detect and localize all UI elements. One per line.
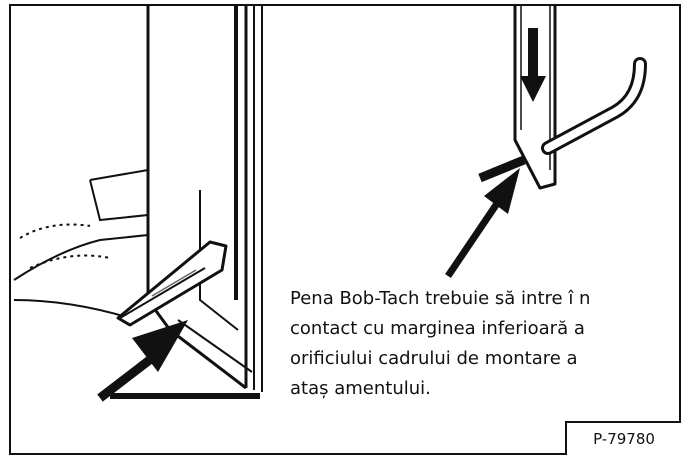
attachment-mounting-frame — [146, 6, 263, 392]
contact-indicator — [478, 155, 526, 183]
bob-tach-wedge — [116, 240, 228, 327]
down-arrow-in-pin — [520, 28, 546, 102]
pointer-arrow-upper-right — [445, 168, 520, 278]
pointer-arrow-lower-left — [97, 320, 260, 402]
caption-line-2: contact cu marginea inferioară a — [290, 318, 585, 339]
hydraulic-hose — [541, 57, 647, 155]
loader-plate — [13, 169, 149, 319]
instruction-caption: Pena Bob-Tach trebuie să intre î n conta… — [290, 284, 662, 404]
figure-code-label: P-79780 — [565, 421, 681, 455]
caption-line-3: orificiului cadrului de montare a — [290, 348, 578, 369]
caption-line-4: ataș amentului. — [290, 378, 431, 399]
caption-line-1: Pena Bob-Tach trebuie să intre î n — [290, 288, 591, 309]
